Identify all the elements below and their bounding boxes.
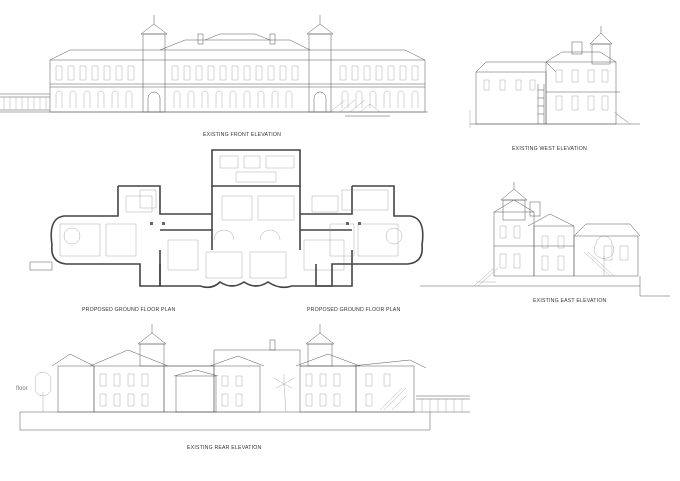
rear-elevation-drawing	[19, 324, 470, 431]
east-elevation-caption: EXISTING EAST ELEVATION	[533, 298, 607, 304]
front-elevation-drawing	[0, 15, 428, 117]
ground-plan-right-caption: PROPOSED GROUND FLOOR PLAN	[307, 307, 401, 313]
rear-elevation-caption: EXISTING REAR ELEVATION	[187, 445, 262, 451]
west-elevation-drawing	[469, 26, 640, 128]
ground-plan-left-caption: PROPOSED GROUND FLOOR PLAN	[82, 307, 176, 313]
west-elevation-caption: EXISTING WEST ELEVATION	[512, 146, 587, 152]
ground-floor-plan-drawing	[29, 149, 424, 289]
east-elevation-drawing	[420, 182, 670, 297]
rear-left-annotation: floor	[16, 386, 28, 392]
front-elevation-caption: EXISTING FRONT ELEVATION	[203, 132, 282, 138]
